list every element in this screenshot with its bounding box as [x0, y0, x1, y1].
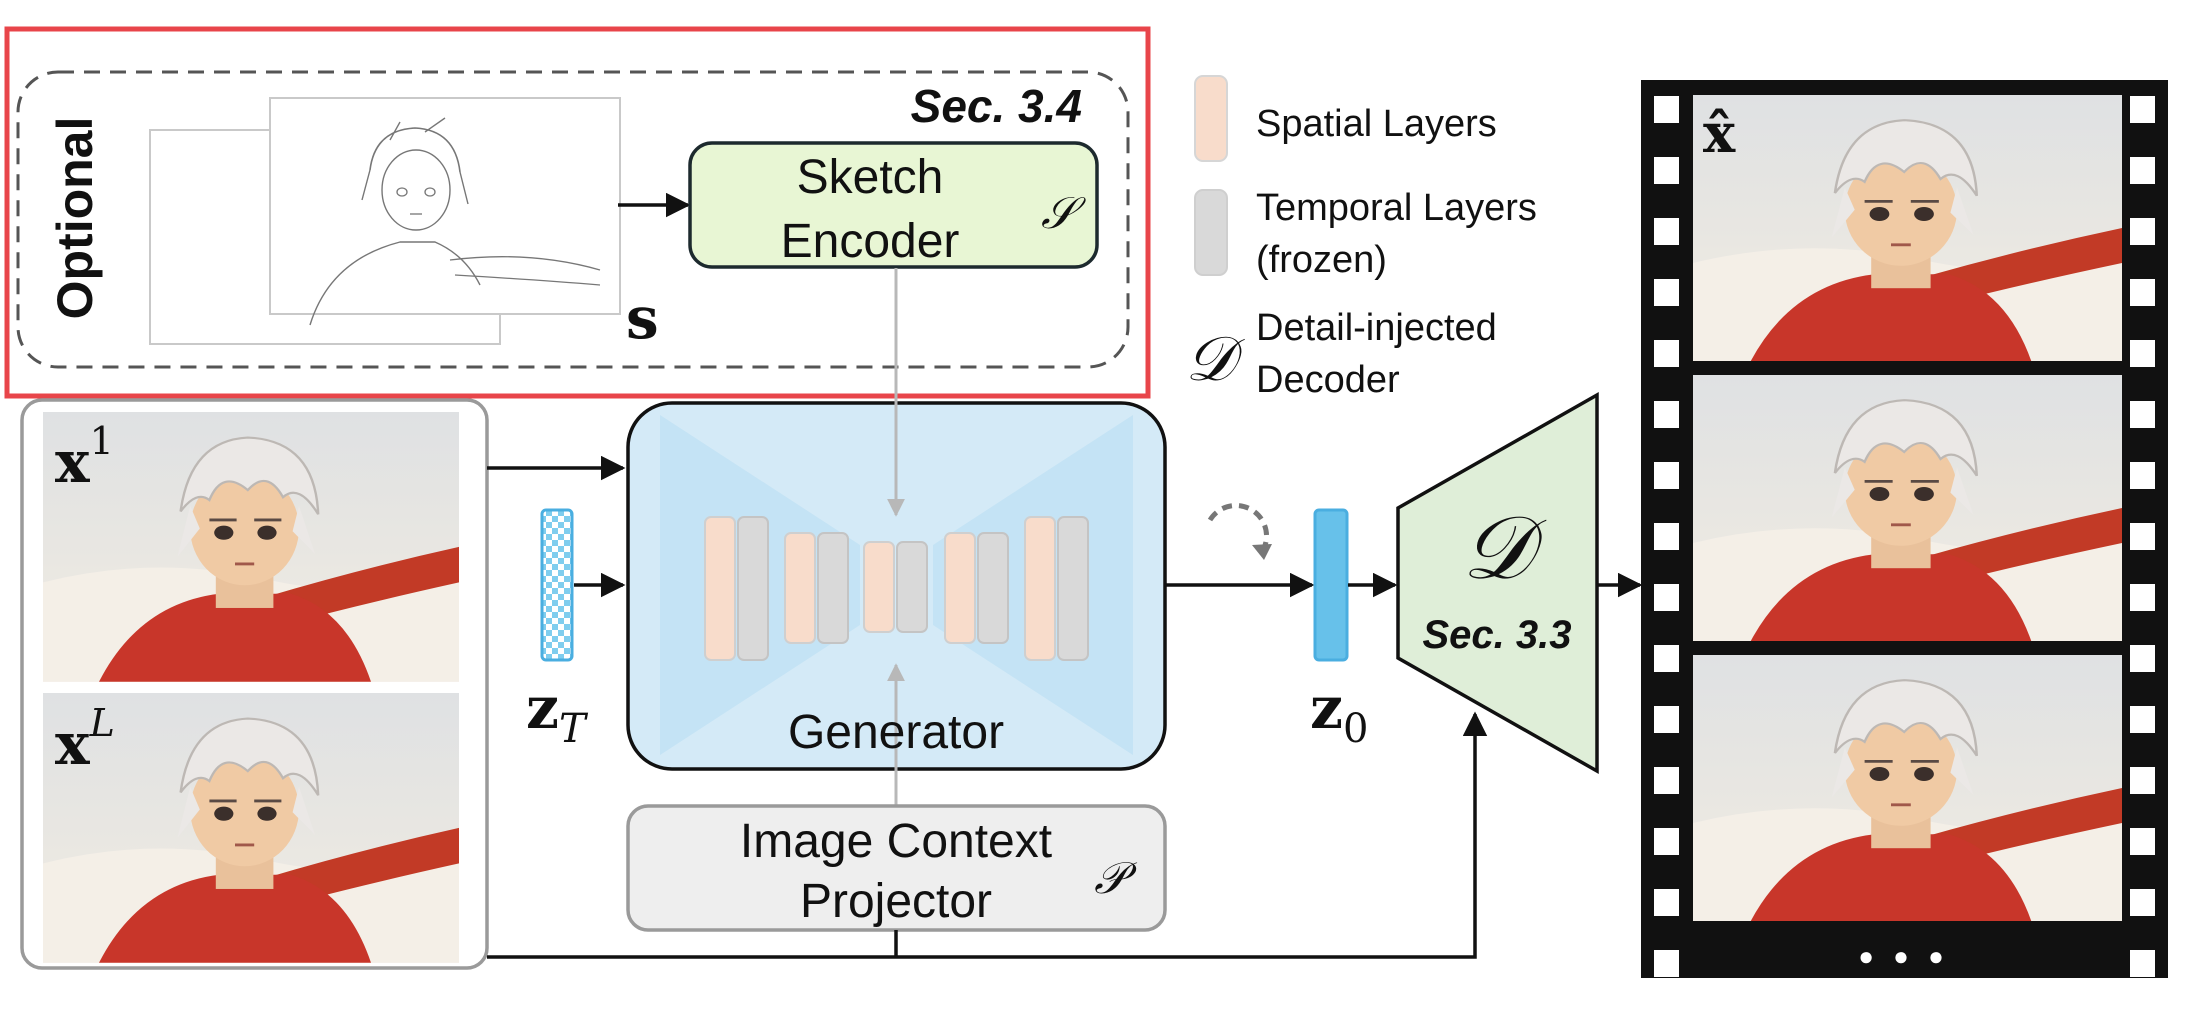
sketch-symbol: s [626, 284, 659, 352]
legend-temporal-line1: Temporal Layers [1256, 187, 1537, 229]
optional-highlight-frame [4, 26, 1151, 399]
spatial-layer [704, 516, 736, 661]
temporal-layer [977, 532, 1009, 644]
temporal-layer [896, 541, 928, 633]
legend-decoder-symbol: 𝒟 [1185, 322, 1245, 395]
z0-label: z0 [1310, 674, 1368, 752]
projector-line1: Image Context [740, 815, 1052, 868]
sketch-encoder-line1: Sketch [797, 151, 944, 204]
spatial-layer [784, 532, 816, 644]
temporal-layer [737, 516, 769, 661]
film-holes-right [2130, 96, 2155, 977]
x-hat-label: x̂ [1703, 101, 1736, 165]
xL-label: xL [55, 701, 115, 778]
sketch-encoder-line2: Encoder [781, 215, 960, 268]
output-frame-1 [1691, 93, 2124, 363]
legend-decoder-line1: Detail-injected [1256, 307, 1497, 349]
output-filmstrip [1641, 80, 2168, 978]
sketch-encoder-box [688, 141, 1099, 269]
legend-spatial-swatch [1194, 75, 1228, 162]
legend-decoder-line2: Decoder [1256, 359, 1400, 401]
decoder-trapezoid [1396, 391, 1599, 775]
z0-latent [1313, 508, 1349, 662]
optional-label: Optional [47, 117, 103, 320]
temporal-layer [1057, 516, 1089, 661]
sec-3-4-label: Sec. 3.4 [911, 80, 1082, 132]
spatial-layer [944, 532, 976, 644]
sketch-frames [149, 97, 621, 345]
legend-spatial-label: Spatial Layers [1256, 103, 1497, 145]
spatial-layer [863, 541, 895, 633]
projector-line2: Projector [800, 875, 992, 928]
legend-temporal-line2: (frozen) [1256, 239, 1387, 281]
zt-label: zT [526, 674, 589, 752]
generator-layers [704, 516, 1089, 661]
zt-latent [540, 508, 574, 662]
temporal-layer [817, 532, 849, 644]
spatial-layer [1024, 516, 1056, 661]
output-frame-3 [1691, 653, 2124, 923]
optional-dashed-box [16, 70, 1130, 369]
more-frames-dots: ● ● ● [1858, 941, 1950, 971]
input-bypass-line [487, 711, 1488, 959]
legend-temporal-swatch [1194, 189, 1228, 276]
x1-label: x1 [55, 419, 114, 496]
generator-label: Generator [788, 706, 1004, 759]
film-holes-left [1654, 96, 1679, 977]
output-frame-2 [1691, 373, 2124, 643]
sec-3-3-label: Sec. 3.3 [1422, 613, 1571, 657]
iteration-loop-icon [1207, 502, 1272, 560]
